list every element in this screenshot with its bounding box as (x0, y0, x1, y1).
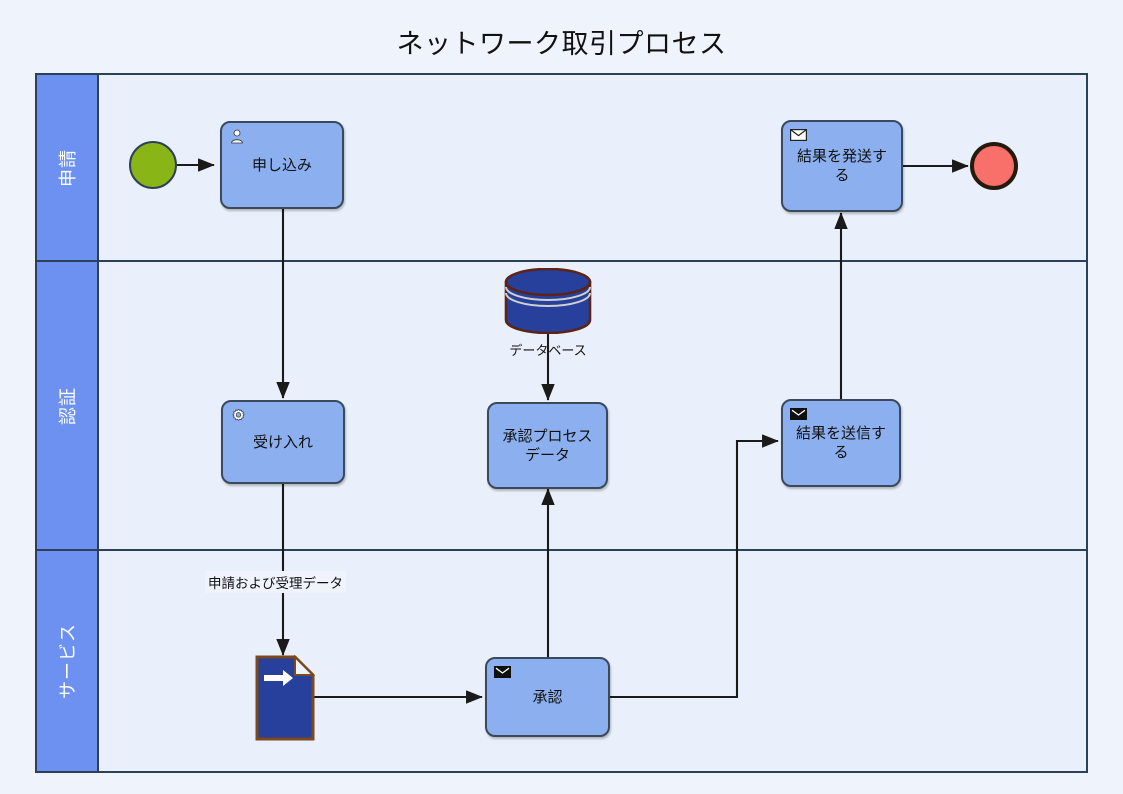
database-icon[interactable] (500, 267, 596, 338)
task-accept[interactable]: 受け入れ (221, 400, 345, 484)
start-event[interactable] (129, 141, 177, 189)
arrow-right-icon (264, 670, 293, 686)
gear-icon (229, 407, 247, 423)
process-pool: 申請 認証 サービス (35, 73, 1088, 773)
page-title: ネットワーク取引プロセス (396, 29, 727, 60)
lane-application: 申請 (37, 75, 1086, 262)
task-approval-process-data-label: 承認プロセスデータ (502, 426, 593, 464)
lane-label-authentication: 認証 (58, 386, 79, 425)
database-label: データベース (509, 344, 587, 359)
data-object-input[interactable] (255, 654, 316, 745)
task-approve-label: 承認 (532, 687, 563, 706)
lane-label-application: 申請 (58, 148, 79, 187)
lane-authentication: 認証 (37, 262, 1086, 551)
user-icon (228, 128, 246, 144)
task-approve[interactable]: 承認 (485, 657, 610, 737)
lane-header-service: サービス (37, 551, 99, 771)
task-apply[interactable]: 申し込み (220, 121, 344, 209)
task-transmit-result-label: 結果を送信する (795, 424, 886, 461)
task-accept-label: 受け入れ (252, 432, 313, 451)
flow-label-application-acceptance-data: 申請および受理データ (205, 571, 346, 593)
envelope-filled-icon (789, 406, 807, 422)
lane-label-service: サービス (58, 623, 79, 699)
lane-header-authentication: 認証 (37, 262, 99, 549)
end-event[interactable] (970, 142, 1018, 190)
envelope-filled-icon (493, 664, 511, 680)
task-transmit-result[interactable]: 結果を送信する (781, 399, 901, 487)
lane-header-application: 申請 (37, 75, 99, 260)
task-send-result[interactable]: 結果を発送する (781, 120, 903, 212)
task-send-result-label: 結果を発送する (796, 147, 887, 184)
task-apply-label: 申し込み (251, 155, 312, 174)
lane-service: サービス (37, 551, 1086, 771)
task-approval-process-data[interactable]: 承認プロセスデータ (487, 402, 608, 489)
envelope-outline-icon (789, 127, 807, 143)
